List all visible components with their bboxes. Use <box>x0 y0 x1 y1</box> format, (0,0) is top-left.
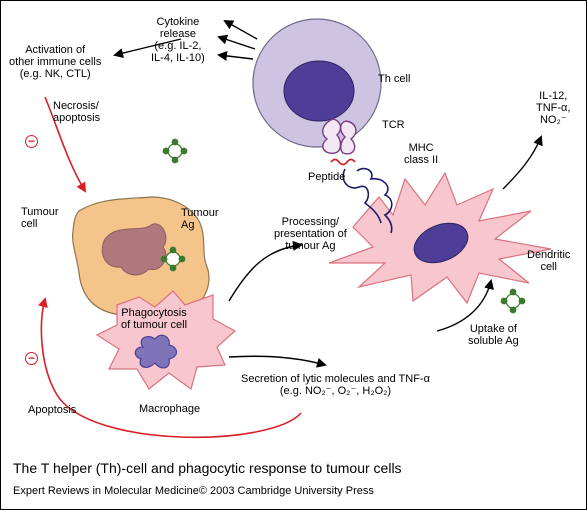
dendritic-cell <box>328 171 552 305</box>
macrophage <box>95 290 237 390</box>
antigen-tumour-surface <box>162 138 188 164</box>
arrow-uptake <box>436 279 494 332</box>
peptide-squiggle <box>330 158 356 166</box>
mhc-class-ii-label: MHC class II <box>404 142 439 166</box>
cytokine-release-label: Cytokine release (e.g. IL-2, IL-4, IL-10… <box>151 16 205 64</box>
th-cell <box>252 18 382 148</box>
tcr-receptor <box>322 118 357 155</box>
secretion-label: Secretion of lytic molecules and TNF-α (… <box>241 373 430 397</box>
dendritic-cell-label: Dendritic cell <box>527 249 571 273</box>
inhibition-icon-bottom: − <box>25 352 38 365</box>
apoptosis-label: Apoptosis <box>28 404 77 416</box>
inhibition-icon-top: − <box>25 135 38 148</box>
figure-caption: The T helper (Th)-cell and phagocytic re… <box>13 460 402 476</box>
arrow-necrosis <box>44 96 87 193</box>
phagocytosis-label: Phagocytosis of tumour cell <box>121 307 188 331</box>
red-arrows <box>38 96 302 439</box>
activation-label: Activation of other immune cells (e.g. N… <box>9 44 102 80</box>
mhc-class-ii <box>342 167 393 234</box>
figure-credit: Expert Reviews in Molecular Medicine© 20… <box>13 485 374 497</box>
arrow-il12 <box>502 135 543 190</box>
arrow-cytokine-3 <box>217 50 254 61</box>
th-cell-label: Th cell <box>378 73 411 85</box>
arrow-cytokine-1 <box>223 20 258 40</box>
arrow-secretion <box>228 355 327 368</box>
arrow-apoptosis <box>38 297 302 439</box>
antigen-soluble <box>500 288 526 314</box>
tcr-label: TCR <box>382 119 405 131</box>
arrow-activation <box>113 38 182 58</box>
il12-label: IL-12, TNF-α, NO₂⁻ <box>536 90 571 126</box>
peptide-label: Peptide <box>308 171 346 183</box>
arrow-cytokine-2 <box>217 34 256 50</box>
macrophage-label: Macrophage <box>139 403 201 415</box>
tumour-ag-label: Tumour Ag <box>181 207 219 231</box>
processing-label: Processing/ presentation of tumour Ag <box>274 216 347 252</box>
arrow-processing <box>228 240 303 302</box>
uptake-label: Uptake of soluble Ag <box>468 323 519 347</box>
antigen-on-tumour-cell <box>160 246 186 272</box>
necrosis-apoptosis-label: Necrosis/ apoptosis <box>53 100 101 124</box>
arrows <box>113 20 543 368</box>
tumour-cell-label: Tumour cell <box>21 206 59 230</box>
